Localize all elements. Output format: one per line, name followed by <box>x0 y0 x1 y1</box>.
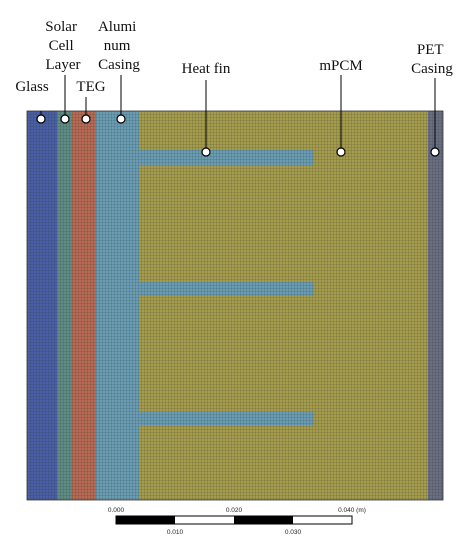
scale-bar-segment-3 <box>234 516 293 524</box>
aluminum-casing-label: Alumi num Casing <box>98 19 140 73</box>
teg-marker <box>81 114 91 124</box>
heat-fin-marker <box>201 147 211 157</box>
glass-label: Glass <box>15 79 48 95</box>
scale-tick-0-010: 0.010 <box>167 529 184 536</box>
solar-cell-marker <box>60 114 70 124</box>
pet-casing-label: PET Casing <box>411 42 453 77</box>
mesh-grid-overlay <box>27 111 443 500</box>
label-pointers <box>36 75 440 157</box>
pet-casing-marker <box>430 147 440 157</box>
scale-tick-0-030: 0.030 <box>285 529 302 536</box>
domain-border <box>26 110 444 501</box>
scale-bar-segment-1 <box>116 516 175 524</box>
computational-domain <box>26 110 444 501</box>
mpcm-label: mPCM <box>319 58 362 74</box>
scale-tick-0-040: 0.040 (m) <box>338 507 366 514</box>
scale-bar: 0.000 0.020 0.040 (m) 0.010 0.030 <box>108 507 366 536</box>
aluminum-casing-marker <box>116 114 126 124</box>
heat-fin-label: Heat fin <box>182 61 231 77</box>
scale-tick-0-000: 0.000 <box>108 507 125 514</box>
teg-label: TEG <box>76 79 105 95</box>
mpcm-marker <box>336 147 346 157</box>
glass-marker <box>36 114 46 124</box>
layer-labels: Glass Solar Cell Layer TEG Alumi num Cas… <box>15 19 453 95</box>
scale-tick-0-020: 0.020 <box>226 507 243 514</box>
solar-cell-layer-label: Solar Cell Layer <box>45 19 80 73</box>
